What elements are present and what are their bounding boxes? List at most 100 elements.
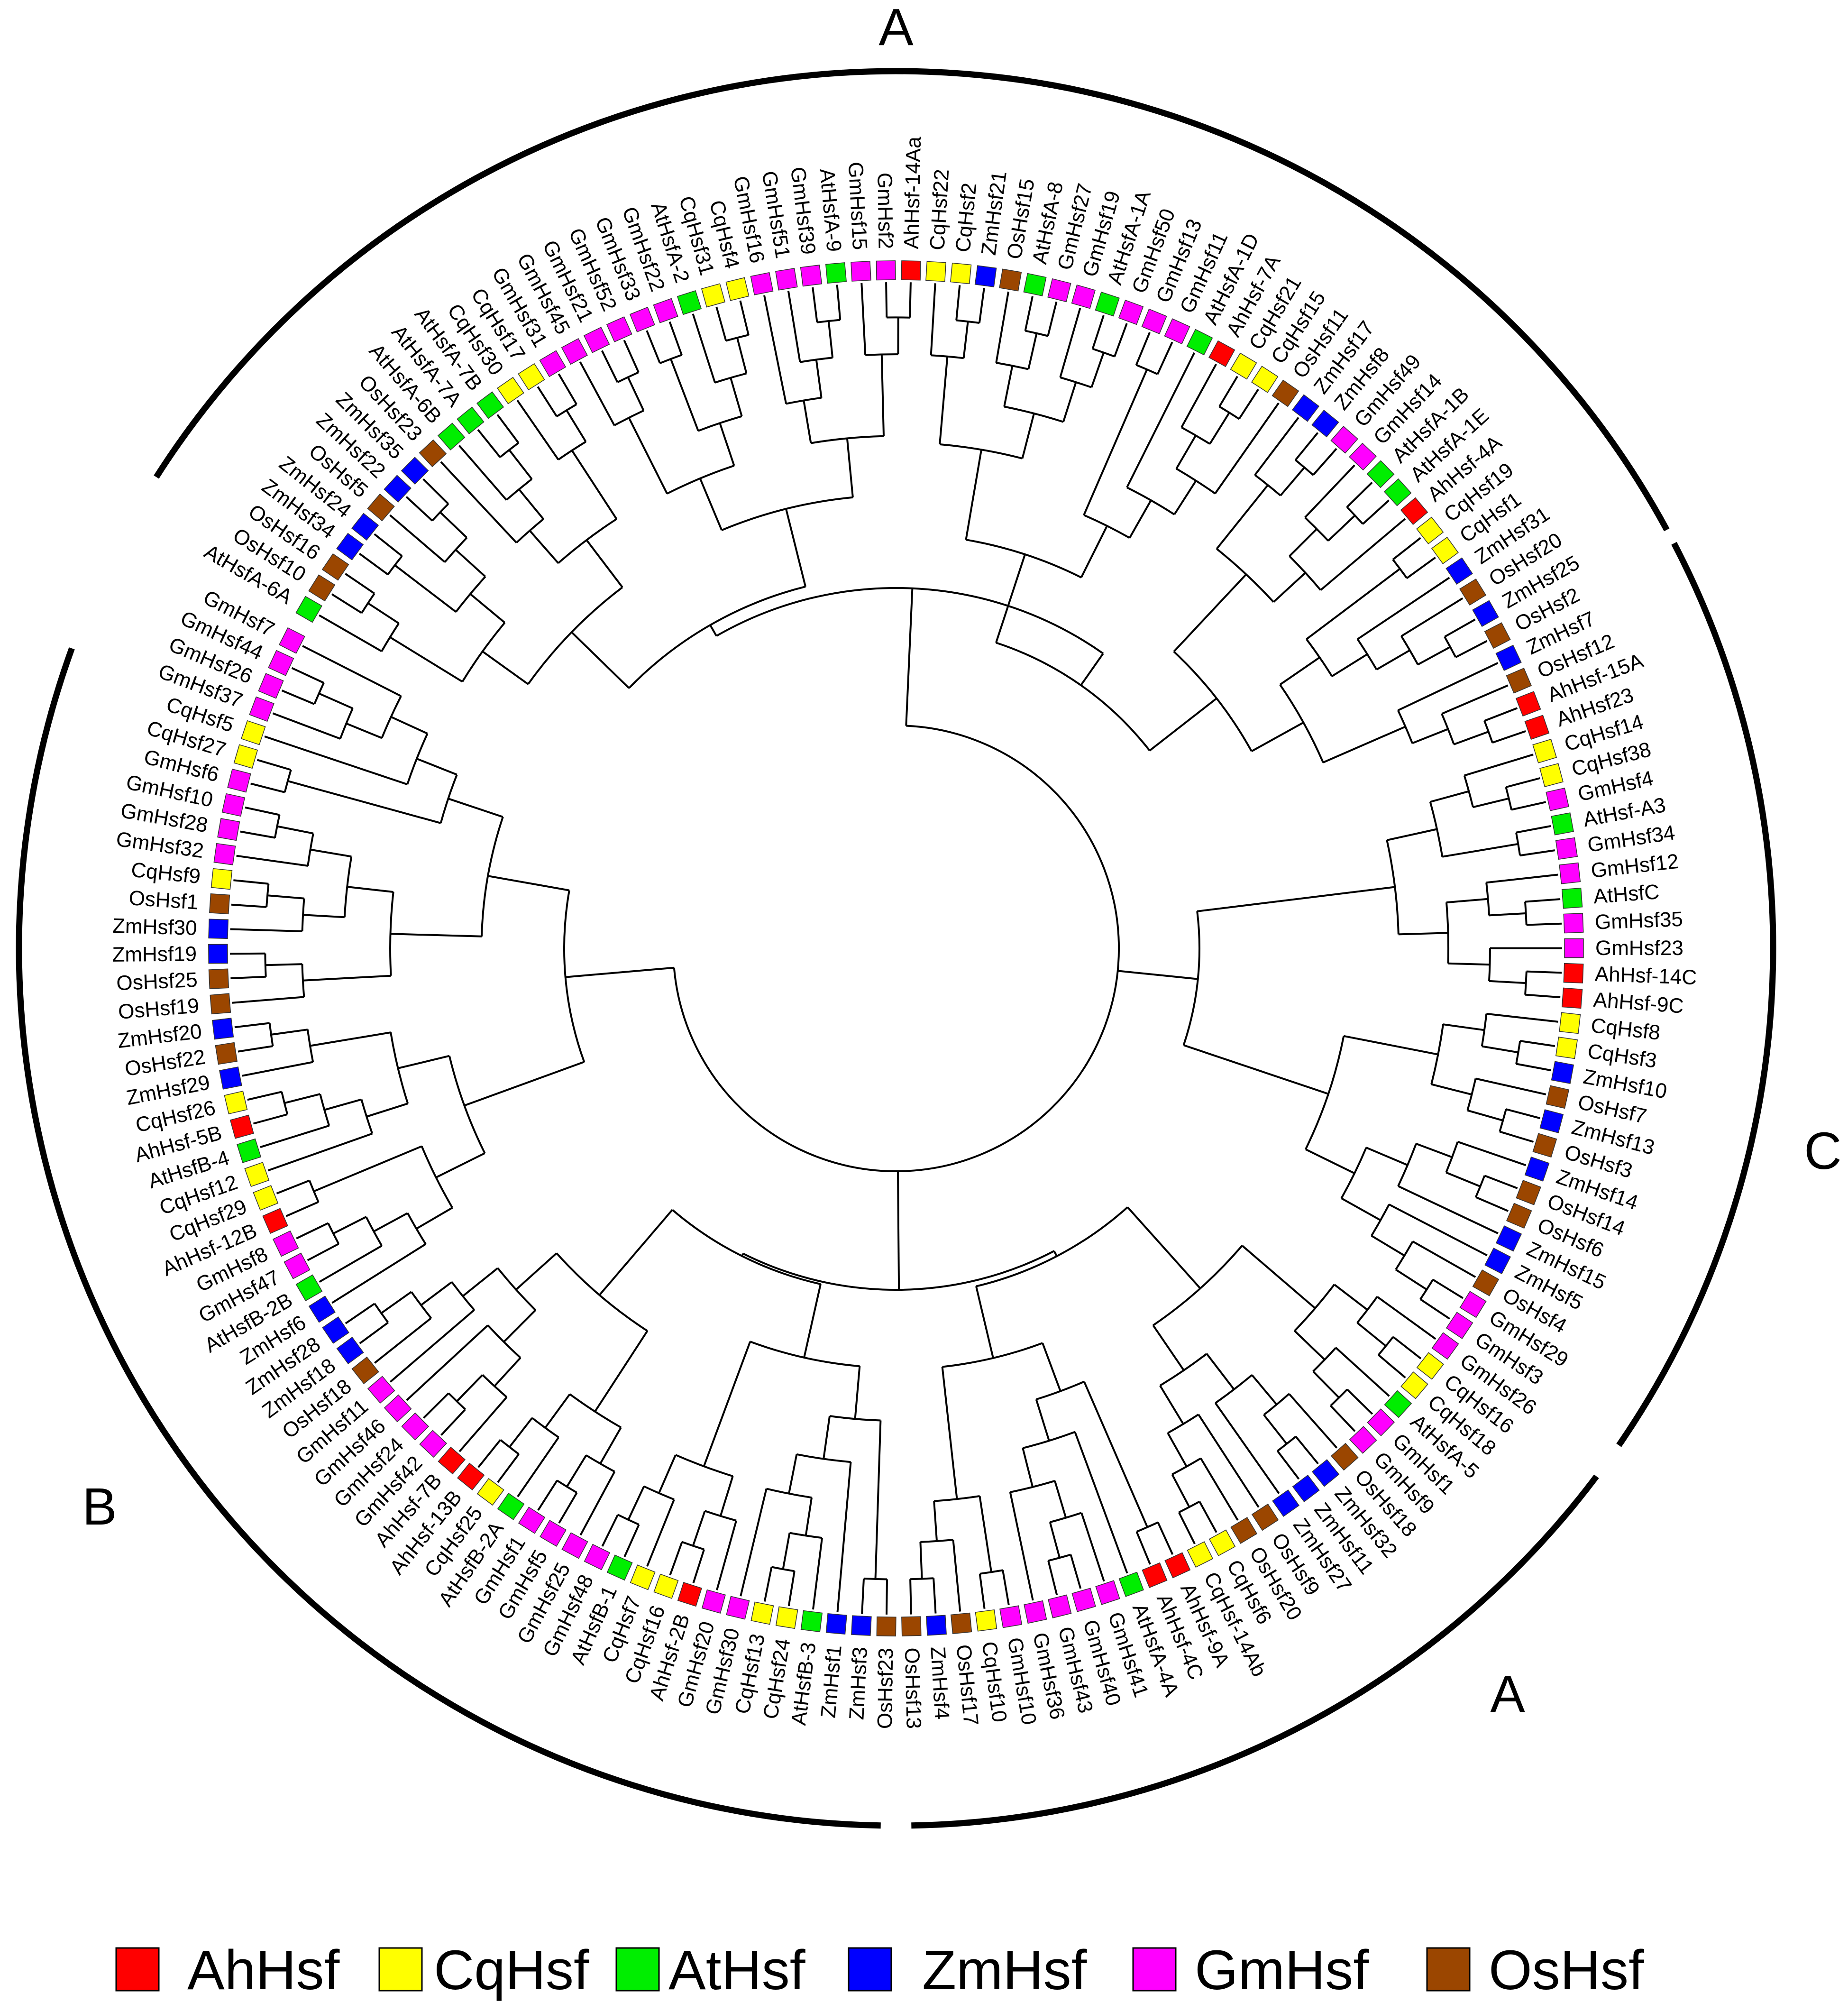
species-marker (1515, 691, 1541, 717)
species-marker (1416, 516, 1444, 544)
branch-line (736, 337, 748, 374)
species-marker (561, 1532, 588, 1559)
branch-line (1489, 912, 1526, 917)
leaf-label: CqHsf9 (130, 858, 201, 889)
branch-line (435, 1152, 485, 1178)
species-marker (1416, 1352, 1444, 1380)
branch-line (1149, 698, 1217, 752)
branch-line (566, 1454, 587, 1488)
branch-line (846, 438, 854, 498)
branch-line (1080, 525, 1108, 578)
species-marker (901, 1616, 922, 1636)
branch-line (1183, 1044, 1329, 1095)
clade-arc-b (16, 647, 881, 1829)
leaf-labels: AtHsfA-6AOsHsf10OsHsf16ZmHsf34ZmHsf24OsH… (112, 136, 1697, 1729)
species-marker (1459, 1291, 1487, 1318)
leaf-label: CqHsf8 (1590, 1014, 1661, 1045)
branch-line (374, 533, 403, 557)
branch-line (487, 875, 570, 891)
branch-line (962, 321, 969, 358)
species-marker (1539, 763, 1564, 787)
branch-line (730, 377, 743, 417)
branch-line (1059, 308, 1081, 378)
species-marker (1506, 1203, 1532, 1229)
branch-line (1388, 1204, 1488, 1257)
branch-line (861, 1578, 865, 1614)
species-marker (950, 1612, 972, 1635)
branch-line (469, 593, 505, 624)
branch-line (1357, 577, 1450, 640)
branch-line (1305, 1148, 1355, 1175)
species-marker (1551, 1061, 1574, 1084)
clade-arcs (16, 68, 1776, 1829)
branch-line (941, 1367, 958, 1499)
branch-line (1002, 1570, 1010, 1606)
species-marker (1495, 1225, 1522, 1252)
branch-line (253, 1113, 288, 1125)
branch-line (1135, 332, 1151, 366)
species-marker (1546, 787, 1569, 811)
species-marker (224, 1091, 248, 1114)
branch-line (245, 806, 280, 816)
species-marker (1524, 1157, 1550, 1182)
species-marker (606, 1554, 633, 1581)
branch-line (477, 1439, 502, 1468)
branch-line (1419, 1298, 1450, 1320)
species-marker (701, 283, 726, 308)
branch-line (740, 1488, 768, 1597)
species-marker (1141, 308, 1167, 334)
species-marker (925, 261, 947, 282)
branch-line (1455, 640, 1488, 658)
branch-line (1505, 777, 1540, 788)
clade-label-b: B (82, 1478, 117, 1536)
branch-line (291, 667, 324, 684)
branch-line (909, 1579, 912, 1615)
branch-line (1441, 684, 1509, 715)
branch-line (1289, 528, 1317, 557)
species-marker (606, 316, 632, 342)
species-marker (1071, 1588, 1096, 1612)
branch-line (1327, 514, 1356, 542)
branch-line (803, 400, 812, 443)
branch-arc (461, 622, 506, 682)
branch-line (1214, 402, 1280, 494)
branch-line (823, 1415, 831, 1459)
species-marker (1118, 1571, 1144, 1597)
branch-line (1200, 1458, 1239, 1521)
legend-label-athsf: AtHsf (668, 1939, 805, 2002)
branch-line (836, 285, 842, 320)
branch-line (544, 1393, 571, 1429)
branch-line (276, 1179, 310, 1194)
tree-branches (229, 282, 1562, 1615)
leaf-label: OsHsf23 (873, 1648, 897, 1729)
branch-line (302, 645, 402, 697)
branch-line (448, 798, 503, 818)
legend-label-ahhsf: AhHsf (187, 1939, 340, 2002)
branch-line (1492, 730, 1526, 744)
branch-arc (996, 642, 1151, 752)
branch-line (558, 373, 577, 405)
branch-line (440, 461, 517, 543)
species-marker (253, 1185, 279, 1211)
branch-line (1378, 1354, 1406, 1378)
branch-line (1454, 731, 1489, 745)
branch-line (1178, 1512, 1196, 1544)
branch-line (1294, 432, 1319, 461)
branch-line (1197, 886, 1395, 912)
branch-line (367, 602, 400, 625)
legend-swatch-ahhsf (115, 1947, 160, 1992)
branch-line (233, 879, 269, 885)
branch-line (250, 782, 285, 793)
species-marker (1164, 318, 1190, 345)
branch-line (1173, 573, 1247, 652)
species-marker (1349, 1426, 1377, 1454)
branch-line (1445, 1171, 1481, 1187)
branch-line (272, 712, 341, 740)
species-marker (268, 650, 294, 676)
branch-line (1003, 366, 1014, 407)
branch-line (1526, 922, 1562, 926)
species-marker (1383, 478, 1412, 506)
branch-line (874, 1420, 882, 1579)
branch-line (1152, 1324, 1185, 1371)
clade-labels: A B C A (82, 0, 1841, 1723)
